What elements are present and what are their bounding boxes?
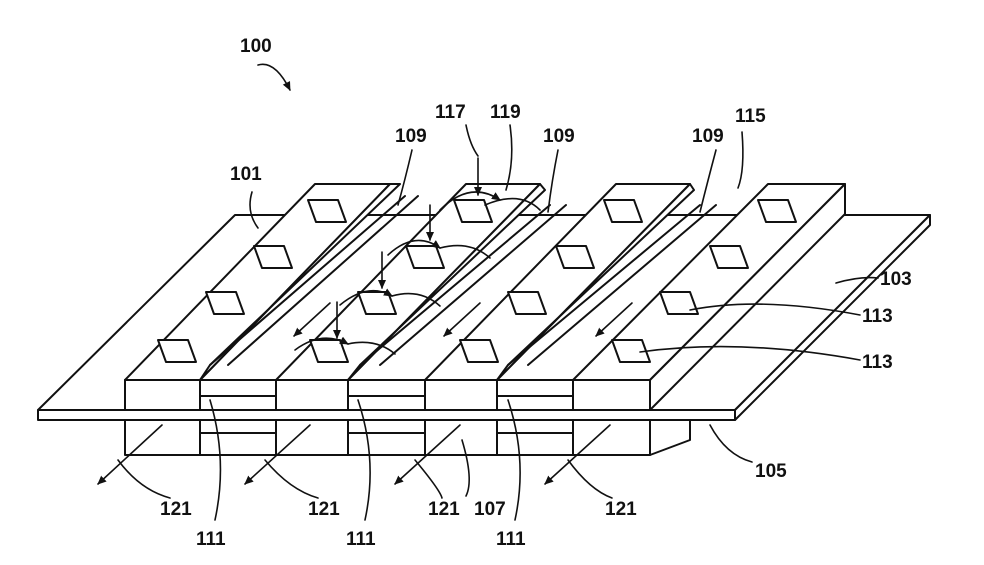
label-113-b: 113 bbox=[862, 352, 893, 373]
label-115: 115 bbox=[735, 106, 766, 127]
label-113-a: 113 bbox=[862, 306, 893, 327]
label-101: 101 bbox=[230, 164, 262, 185]
label-121-a: 121 bbox=[160, 499, 192, 520]
label-109-c: 109 bbox=[692, 126, 724, 147]
label-107: 107 bbox=[474, 499, 506, 520]
upper-front-face bbox=[125, 380, 650, 410]
lower-body bbox=[125, 420, 690, 455]
label-109-b: 109 bbox=[543, 126, 575, 147]
label-111-c: 111 bbox=[496, 529, 526, 550]
label-100: 100 bbox=[240, 36, 272, 57]
label-121-d: 121 bbox=[605, 499, 637, 520]
label-121-b: 121 bbox=[308, 499, 340, 520]
label-109-a: 109 bbox=[395, 126, 427, 147]
label-111-a: 111 bbox=[196, 529, 226, 550]
label-119: 119 bbox=[490, 102, 521, 123]
label-103: 103 bbox=[880, 269, 912, 290]
label-117: 117 bbox=[435, 102, 466, 123]
label-121-c: 121 bbox=[428, 499, 460, 520]
label-105: 105 bbox=[755, 461, 787, 482]
label-111-b: 111 bbox=[346, 529, 376, 550]
